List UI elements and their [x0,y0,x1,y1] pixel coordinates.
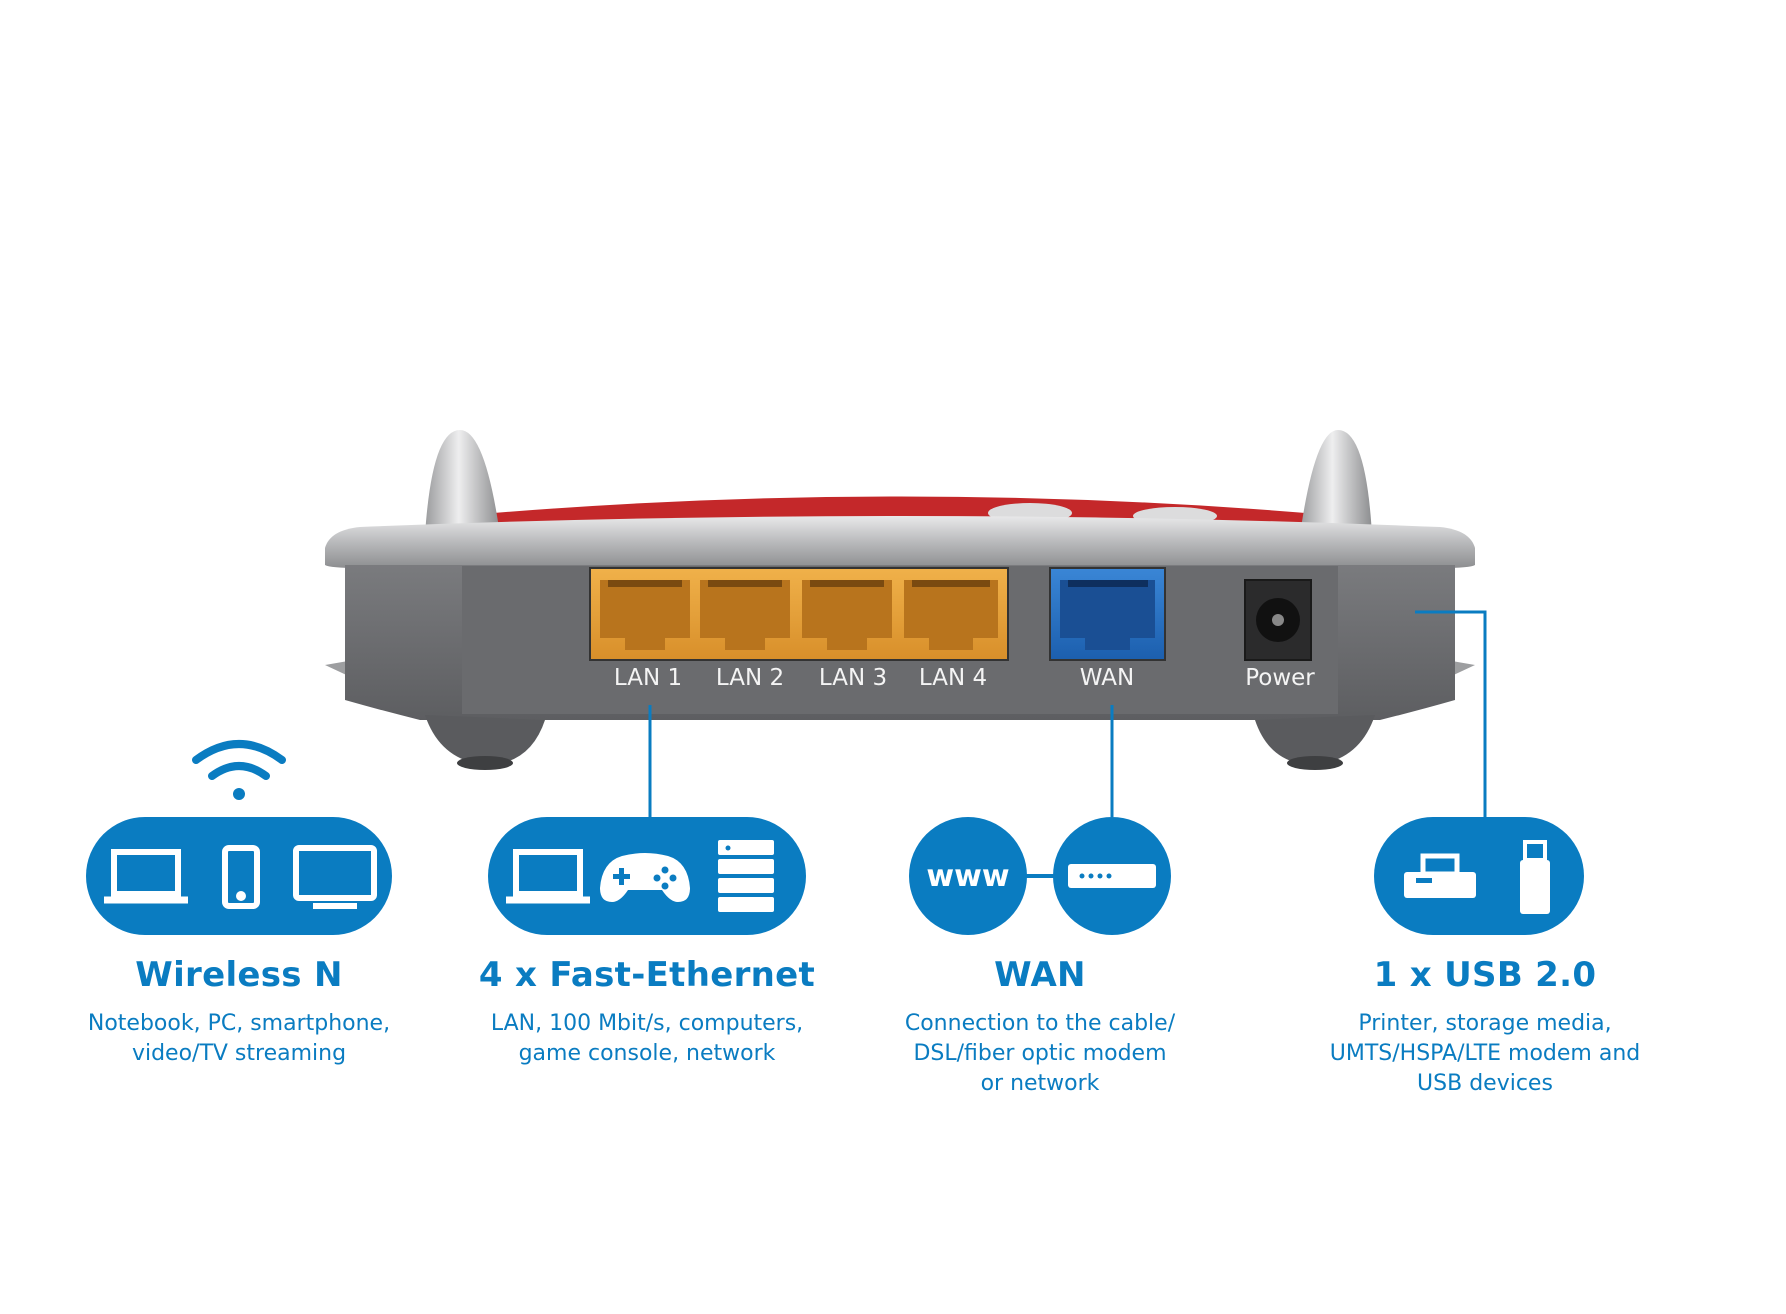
lan3-label: LAN 3 [819,665,887,691]
feature-wan: WAN Connection to the cable/ DSL/fiber o… [855,955,1225,1099]
power-jack-pin [1272,614,1284,626]
feature-description: Notebook, PC, smartphone, video/TV strea… [87,1011,391,1066]
feature-title: WAN [994,955,1086,995]
modem-icon [1068,864,1156,888]
lan2-label: LAN 2 [716,665,784,691]
wan-label: WAN [1080,665,1134,691]
feature-wireless: Wireless N Notebook, PC, smartphone, vid… [54,955,424,1069]
server-icon [718,840,774,912]
usb-connector-line [1415,610,1487,817]
lan-port-1[interactable] [600,580,690,650]
feature-ethernet: 4 x Fast-Ethernet LAN, 100 Mbit/s, compu… [462,955,832,1069]
antenna-right [1300,430,1372,535]
router-foot-pad-left [457,756,513,770]
feature-usb: 1 x USB 2.0 Printer, storage media, UMTS… [1290,955,1680,1099]
laptop-icon [506,849,590,904]
www-circle [909,817,1027,935]
gamepad-icon [600,853,690,902]
router-foot-pad-right [1287,756,1343,770]
feature-description: LAN, 100 Mbit/s, computers, game console… [490,1011,804,1066]
router-lid [325,516,1475,568]
feature-description: Connection to the cable/ DSL/fiber optic… [904,1011,1176,1096]
router-foot-left [425,715,545,765]
lan4-label: LAN 4 [919,665,987,691]
wireless-icon-pill [86,817,392,935]
laptop-icon [104,849,188,904]
printer-icon [1404,853,1476,898]
lan-port-2[interactable] [700,580,790,650]
antenna-left [425,430,500,535]
smartphone-icon [222,845,260,909]
feature-description: Printer, storage media, UMTS/HSPA/LTE mo… [1329,1011,1641,1096]
monitor-icon [293,845,377,909]
wan-port[interactable] [1060,580,1155,650]
lan-port-4[interactable] [904,580,998,650]
wifi-icon [192,740,286,800]
www-icon: www [926,859,1009,894]
lan1-label: LAN 1 [614,665,682,691]
feature-title: 1 x USB 2.0 [1373,955,1597,995]
feature-title: Wireless N [135,955,343,995]
feature-title: 4 x Fast-Ethernet [478,955,816,995]
usb-stick-icon [1520,840,1550,914]
lan-port-3[interactable] [802,580,892,650]
router-foot-right [1255,715,1375,765]
power-label: Power [1245,665,1315,691]
